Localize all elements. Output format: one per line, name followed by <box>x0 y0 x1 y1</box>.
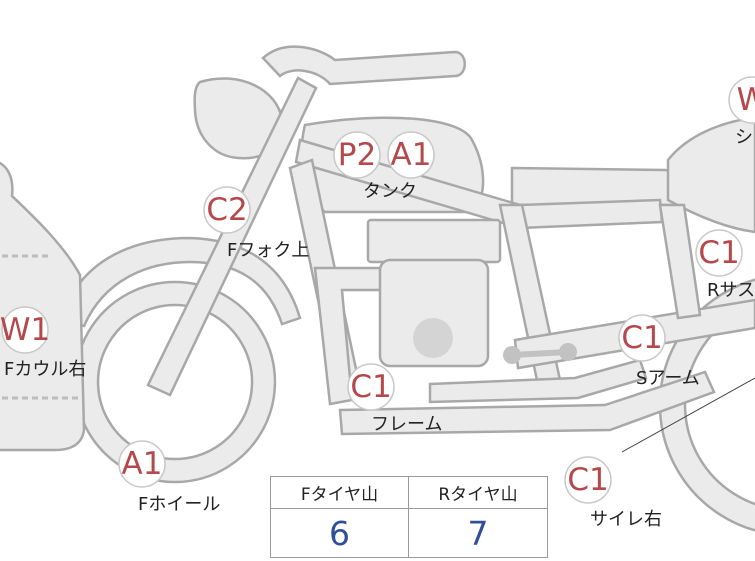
rear-tire-value[interactable]: 7 <box>467 513 489 553</box>
badge-wheel[interactable]: A1 <box>118 440 166 488</box>
svg-text:C1: C1 <box>350 369 391 405</box>
badge-tank-p[interactable]: P2 <box>333 131 381 179</box>
headlight <box>193 77 284 160</box>
tail-cowl <box>666 116 755 234</box>
front-wheel <box>73 280 277 484</box>
brake-link <box>503 343 577 364</box>
front-cowl <box>0 161 86 452</box>
rear-suspension <box>658 203 702 320</box>
svg-text:C1: C1 <box>698 235 739 271</box>
front-fender <box>58 236 302 328</box>
label-tank: タンク <box>363 181 417 202</box>
engine-block <box>378 258 490 368</box>
label-swing-arm: Sアーム <box>636 368 700 389</box>
front-tire-header: Fタイヤ山 <box>271 477 409 509</box>
label-front-cowl: Fカウル右 <box>4 359 86 380</box>
badge-seat[interactable]: W <box>728 76 755 124</box>
badge-frame[interactable]: C1 <box>347 363 395 411</box>
rear-tire-header: Rタイヤ山 <box>409 477 547 509</box>
front-fork <box>146 76 318 397</box>
label-seat: シ <box>735 127 753 148</box>
svg-text:W: W <box>737 82 755 118</box>
svg-text:A1: A1 <box>391 137 432 173</box>
tire-tread-table: Fタイヤ山 Rタイヤ山 6 7 <box>270 476 548 558</box>
label-frame: フレーム <box>371 414 442 435</box>
engine-cover <box>413 318 453 358</box>
badge-fork[interactable]: C2 <box>203 186 251 234</box>
svg-text:C2: C2 <box>206 192 247 228</box>
svg-text:C1: C1 <box>621 320 662 356</box>
label-muffler: サイレ右 <box>590 509 662 530</box>
badge-muffler[interactable]: C1 <box>564 456 612 504</box>
svg-text:P2: P2 <box>338 137 376 173</box>
label-front-fork: Fフォク上 <box>227 240 309 261</box>
badge-cowl[interactable]: W1 <box>0 306 50 354</box>
svg-text:W1: W1 <box>0 312 50 348</box>
badge-rear-susp[interactable]: C1 <box>695 229 743 277</box>
exhaust-pipe-upper <box>428 358 648 404</box>
front-tire-value[interactable]: 6 <box>271 509 409 557</box>
handlebar <box>261 45 466 86</box>
badge-tank-a[interactable]: A1 <box>387 131 435 179</box>
label-rear-suspension: Rサス <box>707 280 755 301</box>
label-front-wheel: Fホイール <box>138 494 220 515</box>
leader-line <box>621 377 755 453</box>
svg-text:A1: A1 <box>122 446 163 482</box>
badge-swing-arm[interactable]: C1 <box>618 314 666 362</box>
svg-text:C1: C1 <box>567 462 608 498</box>
exhaust-pipe <box>338 370 716 436</box>
engine-head <box>366 218 502 264</box>
